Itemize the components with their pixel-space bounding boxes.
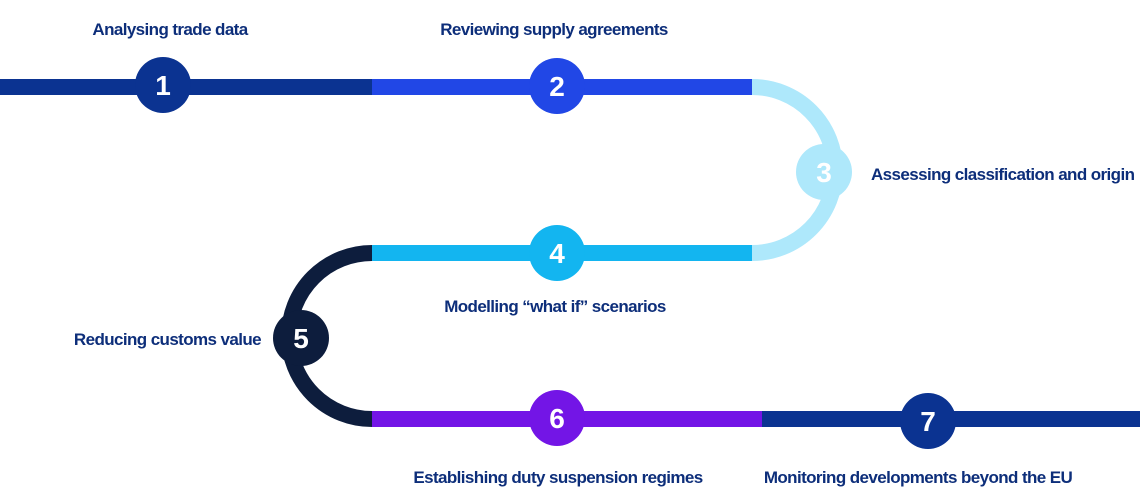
step-3: 3 Assessing classification and origin bbox=[796, 144, 1135, 200]
step-7-number: 7 bbox=[920, 406, 936, 437]
step-2-circle bbox=[529, 58, 585, 114]
step-3-circle bbox=[796, 144, 852, 200]
step-7-label: Monitoring developments beyond the EU bbox=[764, 468, 1073, 487]
step-5: 5 Reducing customs value bbox=[74, 310, 329, 366]
step-6-number: 6 bbox=[549, 403, 565, 434]
step-7-circle bbox=[900, 393, 956, 449]
step-5-label: Reducing customs value bbox=[74, 330, 261, 349]
step-5-number: 5 bbox=[293, 323, 309, 354]
step-1: 1 Analysing trade data bbox=[92, 20, 249, 113]
step-4-circle bbox=[529, 225, 585, 281]
step-4-number: 4 bbox=[549, 238, 565, 269]
step-2-label: Reviewing supply agreements bbox=[440, 20, 668, 39]
step-1-circle bbox=[135, 57, 191, 113]
step-6-label: Establishing duty suspension regimes bbox=[413, 468, 702, 487]
step-5-circle bbox=[273, 310, 329, 366]
step-7: 7 Monitoring developments beyond the EU bbox=[764, 393, 1073, 487]
step-4: 4 Modelling “what if” scenarios bbox=[444, 225, 667, 316]
step-2: 2 Reviewing supply agreements bbox=[440, 20, 669, 114]
step-3-label: Assessing classification and origin bbox=[871, 165, 1135, 184]
step-3-number: 3 bbox=[816, 157, 832, 188]
step-4-label: Modelling “what if” scenarios bbox=[444, 297, 666, 316]
step-1-number: 1 bbox=[155, 70, 171, 101]
step-1-label: Analysing trade data bbox=[92, 20, 248, 39]
step-6-circle bbox=[529, 390, 585, 446]
step-6: 6 Establishing duty suspension regimes bbox=[413, 390, 703, 487]
step-2-number: 2 bbox=[549, 71, 565, 102]
